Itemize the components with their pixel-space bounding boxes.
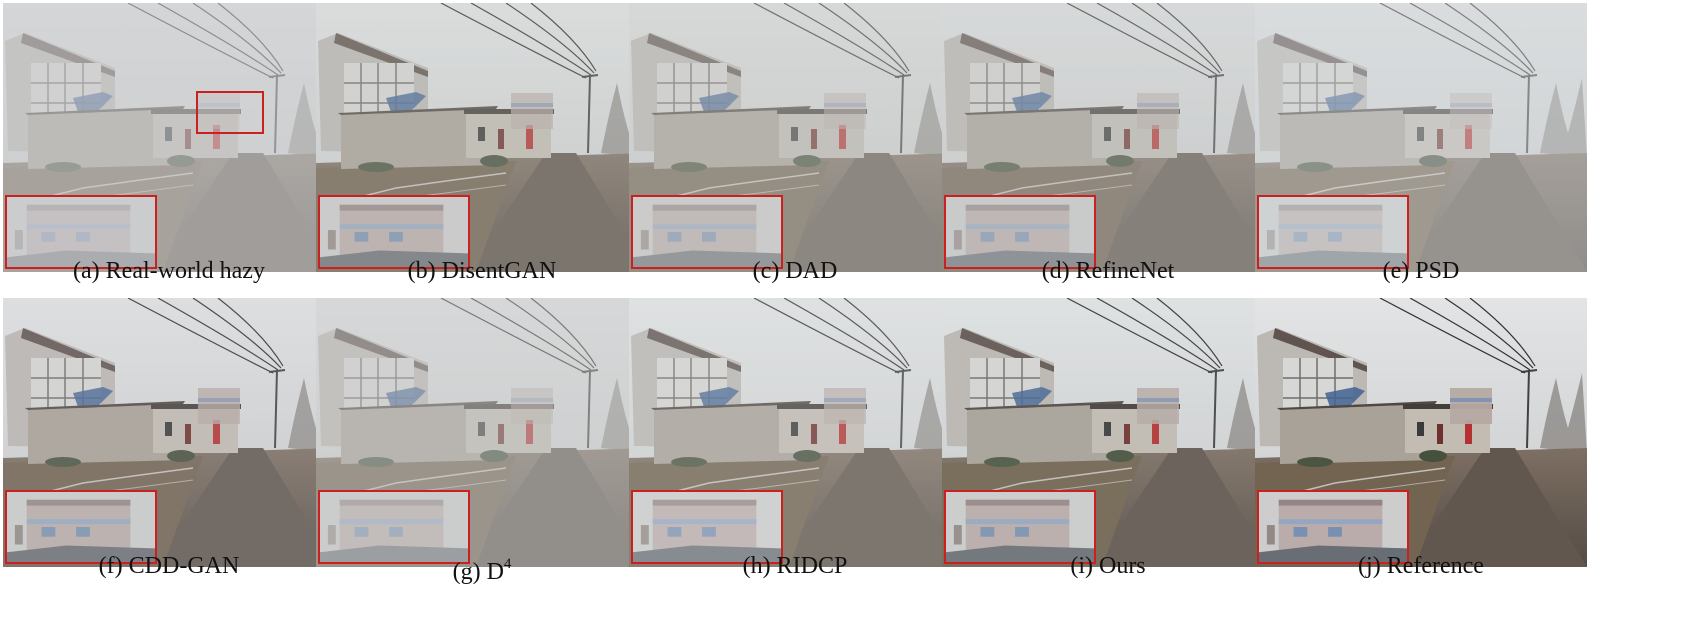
caption-method: DisentGAN [441,258,557,284]
caption-superscript: 4 [503,556,512,572]
caption-method: Reference [1386,553,1484,579]
caption-label: (h) [742,553,777,579]
scene-image [316,298,648,567]
zoom-inset-image [7,492,155,562]
zoom-inset [318,490,470,564]
caption-method: DAD [785,258,838,284]
caption-method: PSD [1415,258,1460,284]
caption-c: (c) DAD [629,257,961,285]
roi-box [196,91,264,134]
image-panel-c [629,3,961,272]
zoom-inset-image [320,197,468,267]
caption-d: (d) RefineNet [942,257,1274,285]
zoom-inset-image [633,197,781,267]
zoom-inset [318,195,470,269]
caption-label: (e) [1382,258,1416,284]
image-panel-a [3,3,335,272]
image-panel-h [629,298,961,567]
caption-method: Real-world hazy [105,258,265,284]
caption-method: RIDCP [776,553,848,579]
zoom-inset [1257,490,1409,564]
zoom-inset-image [946,492,1094,562]
caption-j: (j) Reference [1255,552,1587,580]
zoom-inset-image [320,492,468,562]
image-panel-i [942,298,1274,567]
scene-image [1255,3,1587,272]
caption-label: (c) [752,258,786,284]
caption-a: (a) Real-world hazy [3,257,335,285]
caption-label: (f) [98,553,129,579]
caption-e: (e) PSD [1255,257,1587,285]
zoom-inset-image [1259,197,1407,267]
zoom-inset-image [1259,492,1407,562]
caption-method: CDD-GAN [128,553,240,579]
image-panel-b [316,3,648,272]
image-panel-d [942,3,1274,272]
image-panel-f [3,298,335,567]
image-panel-g [316,298,648,567]
zoom-inset-image [946,197,1094,267]
caption-label: (b) [407,258,442,284]
caption-method: D [486,559,504,585]
caption-label: (i) [1070,553,1099,579]
caption-label: (d) [1041,258,1076,284]
zoom-inset [944,195,1096,269]
zoom-inset [5,490,157,564]
zoom-inset [1257,195,1409,269]
caption-h: (h) RIDCP [629,552,961,580]
zoom-inset [944,490,1096,564]
image-panel-j [1255,298,1587,567]
caption-method: Ours [1098,553,1146,579]
caption-b: (b) DisentGAN [316,257,648,285]
caption-f: (f) CDD-GAN [3,552,335,580]
zoom-inset-image [7,197,155,267]
zoom-inset [631,490,783,564]
caption-label: (j) [1358,553,1387,579]
image-panel-e [1255,3,1587,272]
caption-method: RefineNet [1075,258,1175,284]
zoom-inset-image [633,492,781,562]
zoom-inset [631,195,783,269]
caption-i: (i) Ours [942,552,1274,580]
caption-g: (g) D4 [316,552,648,586]
caption-label: (a) [73,258,106,284]
zoom-inset [5,195,157,269]
caption-label: (g) [452,559,487,585]
